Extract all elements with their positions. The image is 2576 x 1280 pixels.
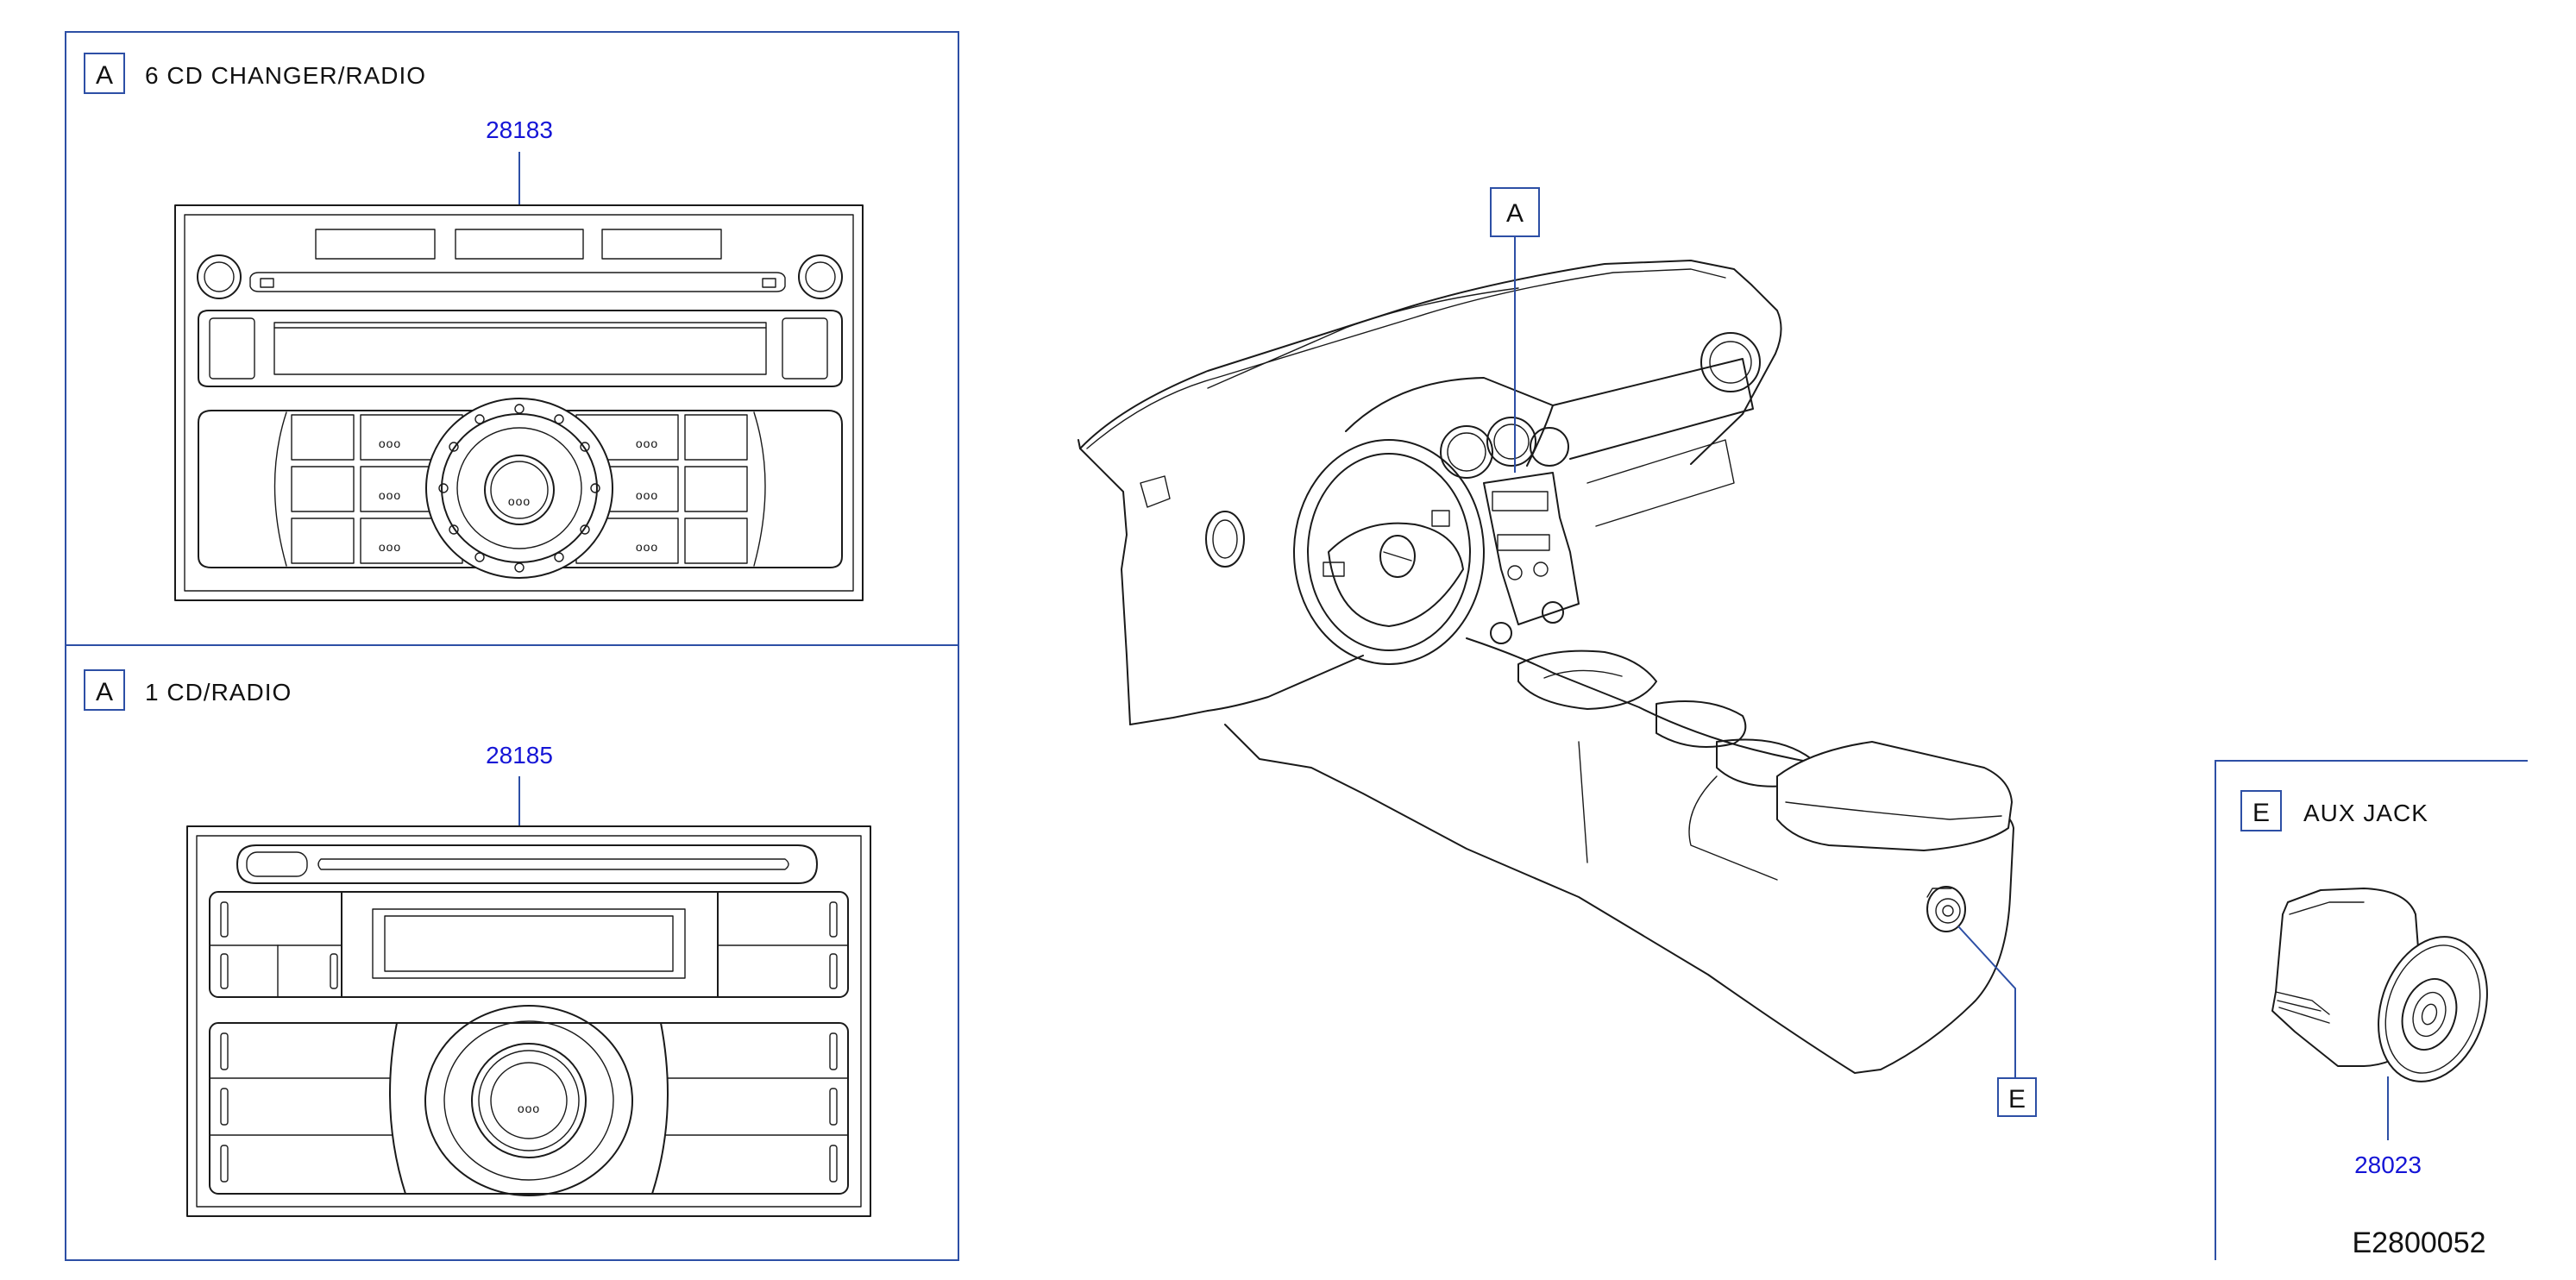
six-cd-tag: A bbox=[96, 61, 113, 90]
one-cd-tag-box bbox=[84, 669, 125, 711]
six-cd-button-dots: ooo bbox=[379, 540, 401, 554]
six-cd-section: A 6 CD CHANGER/RADIO 28183 bbox=[84, 53, 864, 601]
six-cd-button-dots: ooo bbox=[636, 540, 658, 554]
six-cd-part-number[interactable]: 28183 bbox=[486, 116, 553, 143]
six-cd-heading: 6 CD CHANGER/RADIO bbox=[145, 62, 426, 89]
radio-location-tag-box bbox=[1490, 187, 1540, 237]
aux-jack-tag: E bbox=[2252, 799, 2270, 827]
aux-location-callout: E bbox=[1957, 925, 2037, 1117]
six-cd-unit-drawing bbox=[174, 204, 864, 601]
radio-location-tag[interactable]: A bbox=[1506, 199, 1524, 228]
aux-jack-part-number[interactable]: 28023 bbox=[2354, 1151, 2422, 1178]
six-cd-button-dots: ooo bbox=[379, 436, 401, 450]
aux-jack-heading: AUX JACK bbox=[2303, 800, 2428, 826]
six-cd-button-dots: ooo bbox=[636, 436, 658, 450]
one-cd-section: A 1 CD/RADIO 28185 bbox=[84, 669, 871, 1217]
dashboard-drawing bbox=[1078, 260, 2014, 1074]
aux-panel-frame bbox=[2215, 760, 2528, 1260]
six-cd-dial-dots: ooo bbox=[508, 494, 531, 508]
six-cd-button-dots: ooo bbox=[636, 488, 658, 502]
one-cd-heading: 1 CD/RADIO bbox=[145, 679, 292, 706]
aux-jack-tag-box bbox=[2240, 790, 2282, 831]
six-cd-button-dots: ooo bbox=[379, 488, 401, 502]
one-cd-unit-drawing bbox=[186, 825, 871, 1217]
aux-location-tag-box bbox=[1997, 1077, 2037, 1117]
one-cd-part-number[interactable]: 28185 bbox=[486, 742, 553, 769]
reference-code: E2800052 bbox=[2352, 1227, 2485, 1259]
aux-jack-section: E AUX JACK 28023 bbox=[2215, 760, 2528, 1260]
aux-location-leader bbox=[1957, 925, 2016, 1078]
aux-location-tag[interactable]: E bbox=[2008, 1085, 2026, 1114]
one-cd-dial-dots: ooo bbox=[518, 1101, 540, 1115]
radio-location-callout: A bbox=[1490, 187, 1540, 473]
one-cd-tag: A bbox=[96, 678, 113, 706]
aux-jack-drawing bbox=[2271, 888, 2488, 1082]
six-cd-tag-box bbox=[84, 53, 125, 94]
